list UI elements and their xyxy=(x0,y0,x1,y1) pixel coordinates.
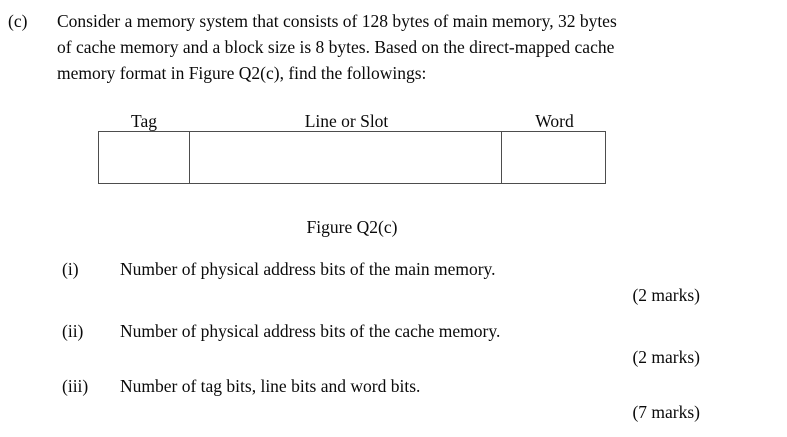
subquestion-iii-label: (iii) xyxy=(62,376,89,396)
question-part-label: (c) xyxy=(8,11,28,31)
intro-line-1: Consider a memory system that consists o… xyxy=(57,11,617,31)
subquestion-ii-marks: (2 marks) xyxy=(632,347,700,367)
subquestion-ii-label: (ii) xyxy=(62,321,84,341)
subquestion-i-label: (i) xyxy=(62,259,79,279)
figure-field-labels: Tag Line or Slot Word xyxy=(98,110,606,131)
word-field-cell xyxy=(502,132,605,183)
subquestion-iii-marks: (7 marks) xyxy=(632,402,700,422)
tag-field-label: Tag xyxy=(131,111,157,131)
subquestion-i: (i) Number of physical address bits of t… xyxy=(62,256,700,282)
subquestion-ii: (ii) Number of physical address bits of … xyxy=(62,318,700,344)
subquestion-ii-text: Number of physical address bits of the c… xyxy=(120,321,501,341)
line-field-label: Line or Slot xyxy=(304,111,389,131)
word-field-label: Word xyxy=(535,111,574,131)
question-intro-row: (c) Consider a memory system that consis… xyxy=(0,8,787,86)
subquestion-i-marks: (2 marks) xyxy=(632,285,700,305)
tag-field-cell xyxy=(99,132,190,183)
line-field-cell xyxy=(190,132,502,183)
question-intro-text: Consider a memory system that consists o… xyxy=(57,8,787,86)
subquestion-i-text: Number of physical address bits of the m… xyxy=(120,259,496,279)
address-format-box xyxy=(98,131,606,184)
subquestion-iii: (iii) Number of tag bits, line bits and … xyxy=(62,373,700,399)
subquestion-iii-text: Number of tag bits, line bits and word b… xyxy=(120,376,421,396)
intro-line-2: of cache memory and a block size is 8 by… xyxy=(57,37,615,57)
figure-caption: Figure Q2(c) xyxy=(306,217,398,237)
figure-q2c: Tag Line or Slot Word Figure Q2(c) xyxy=(98,110,606,238)
intro-line-3: memory format in Figure Q2(c), find the … xyxy=(57,63,427,83)
